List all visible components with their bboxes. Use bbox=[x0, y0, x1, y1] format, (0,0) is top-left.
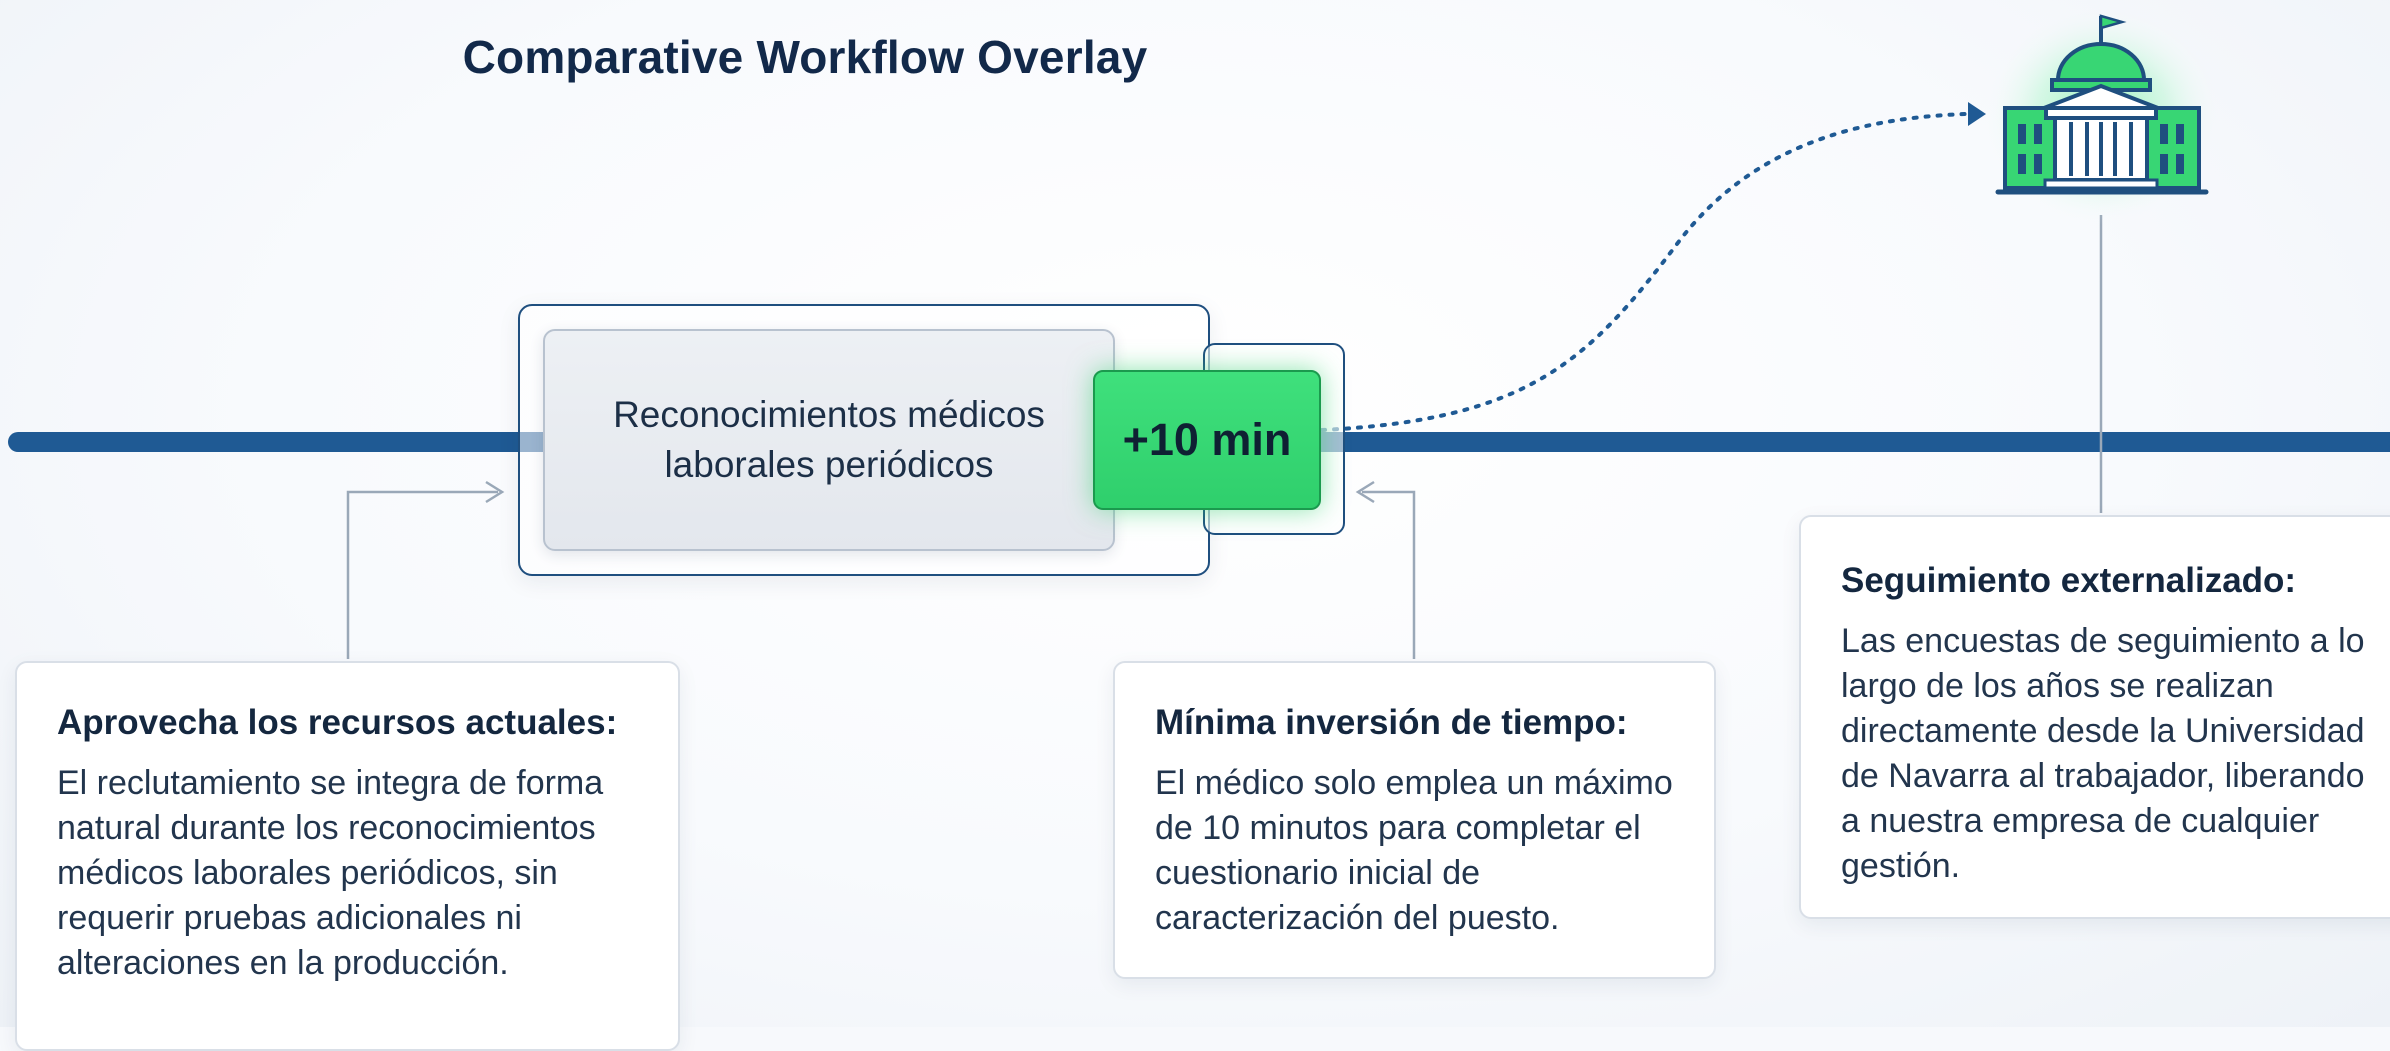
connector-card-2 bbox=[1362, 490, 1416, 659]
card-heading: Mínima inversión de tiempo: bbox=[1155, 703, 1628, 742]
university-building-icon bbox=[1982, 5, 2222, 225]
workflow-diagram bbox=[8, 5, 2390, 659]
card-heading: Aprovecha los recursos actuales: bbox=[57, 703, 618, 742]
card-body: El reclutamiento se integra de forma nat… bbox=[57, 764, 604, 982]
info-card-followup: Seguimiento externalizado: Las encuestas… bbox=[1799, 515, 2390, 919]
added-time-badge: +10 min bbox=[1093, 370, 1321, 510]
redirect-dotted-arrow bbox=[1320, 112, 1968, 432]
page-title: Comparative Workflow Overlay bbox=[462, 31, 1148, 83]
info-card-time: Mínima inversión de tiempo: El médico so… bbox=[1113, 661, 1716, 979]
connector-arrow-2 bbox=[1355, 480, 1375, 504]
process-step-box: Reconocimientos médicos laborales periód… bbox=[543, 329, 1115, 551]
process-step-label: Reconocimientos médicos laborales periód… bbox=[613, 394, 1045, 485]
card-body: Las encuestas de seguimiento a lo largo … bbox=[1841, 622, 2365, 885]
redirect-arrowhead bbox=[1968, 102, 1986, 126]
card-body: El médico solo emplea un máximo de 10 mi… bbox=[1155, 764, 1673, 937]
info-card-resources: Aprovecha los recursos actuales: El recl… bbox=[15, 661, 680, 1051]
connector-card-1 bbox=[346, 490, 498, 659]
card-heading: Seguimiento externalizado: bbox=[1841, 561, 2297, 600]
connector-arrow-1 bbox=[485, 480, 505, 504]
